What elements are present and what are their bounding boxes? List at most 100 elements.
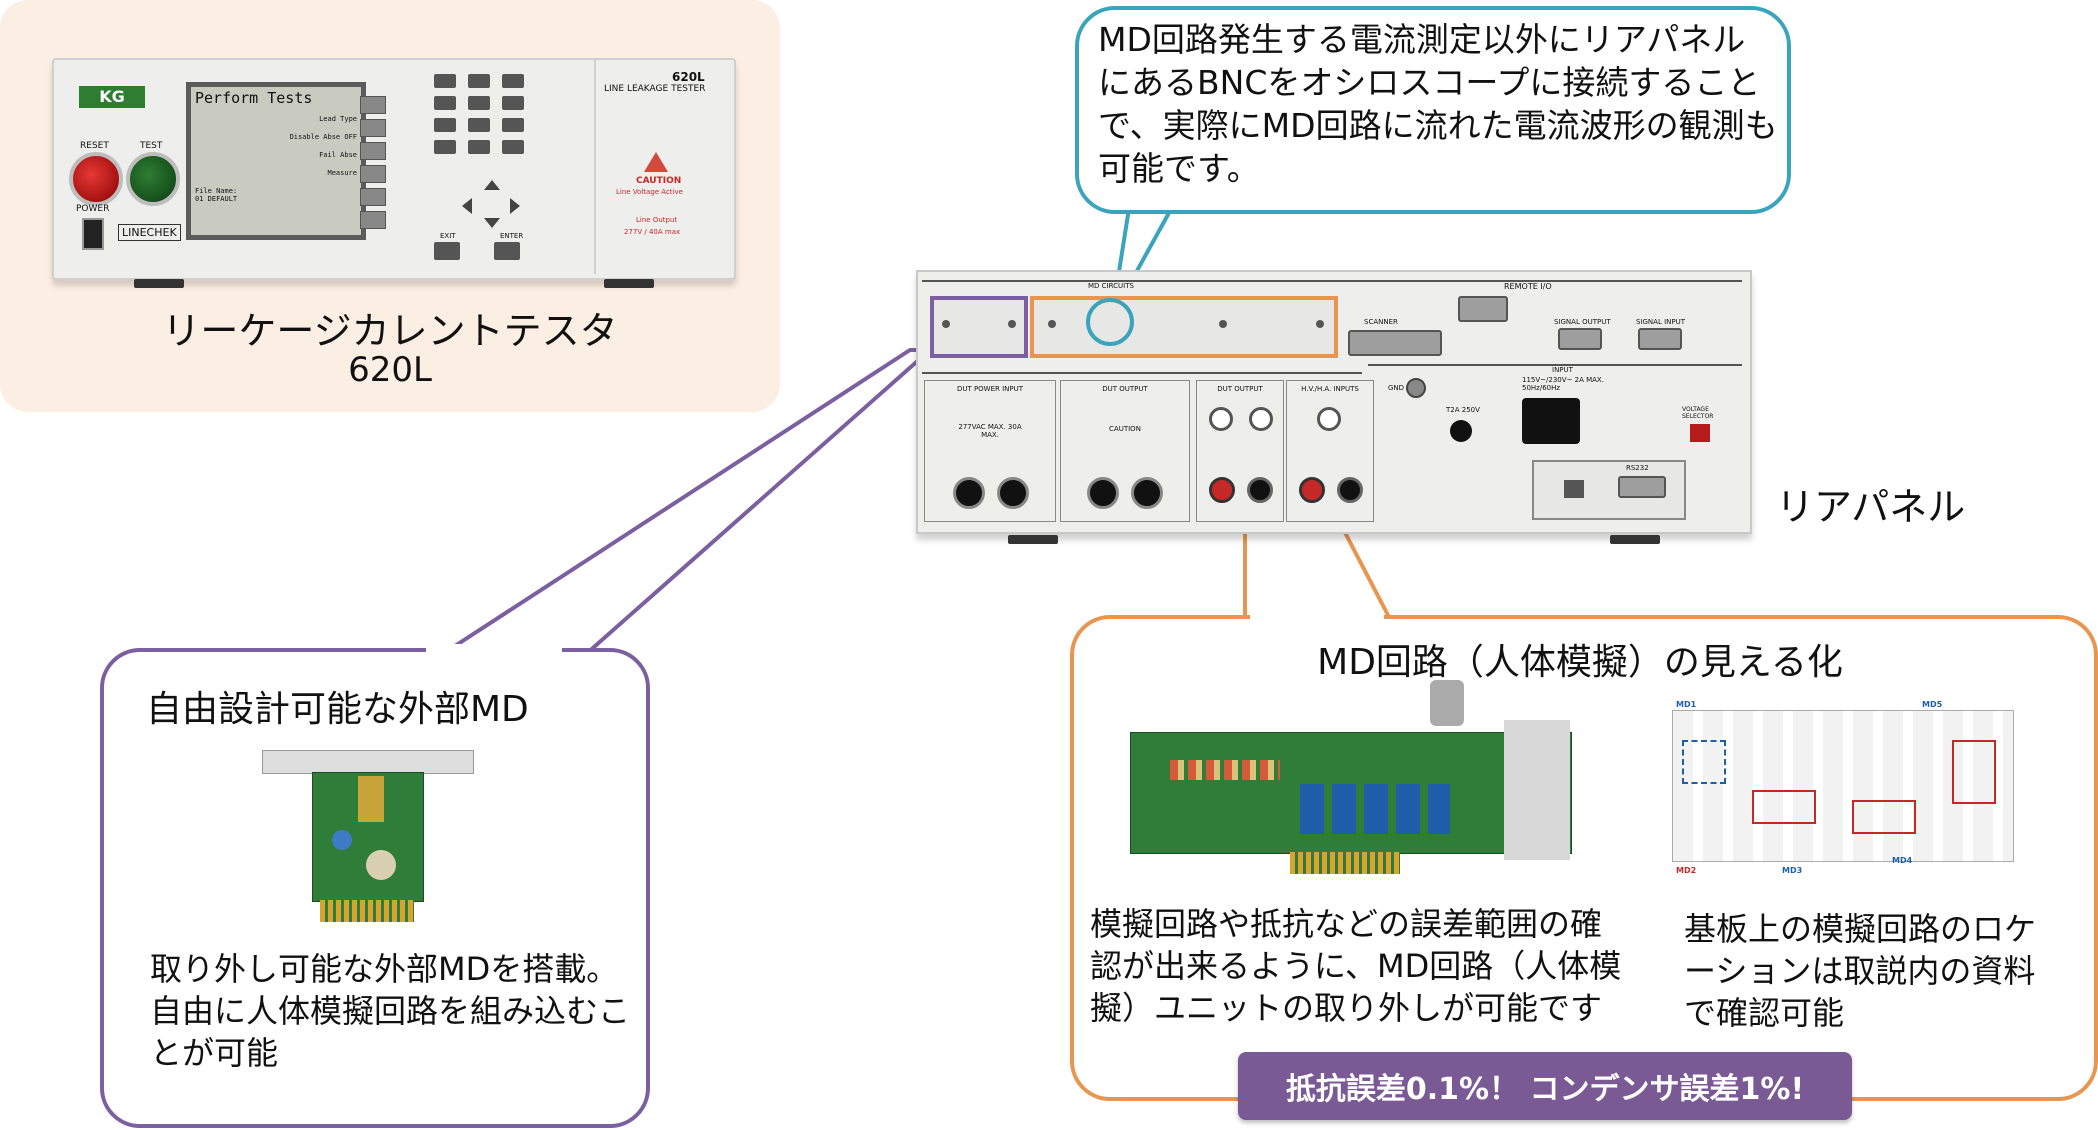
lcd-footer-1: File Name: <box>195 187 238 195</box>
input-rating: 115V~/230V~ 2A MAX. 50Hz/60Hz <box>1522 376 1604 392</box>
keypad-key[interactable] <box>468 140 490 154</box>
dut-output-label: DUT OUTPUT <box>1102 385 1148 393</box>
lcd-line-4: Measure <box>327 169 357 177</box>
dut-output-caution: CAUTION <box>1109 425 1141 433</box>
signal-input-connector <box>1638 328 1682 350</box>
arrow-keys <box>462 180 522 230</box>
arrow-left-key[interactable] <box>462 198 472 214</box>
kg-logo: KG <box>79 86 145 108</box>
keypad-key[interactable] <box>434 140 456 154</box>
rear-device-image: MD CIRCUITS REMOTE I/O SCANNER SIGNAL OU… <box>916 270 1752 544</box>
keypad-key[interactable] <box>434 74 456 88</box>
keypad-key[interactable] <box>434 118 456 132</box>
external-md-pointer <box>416 348 932 672</box>
rs232-panel: RS232 <box>1532 460 1686 520</box>
schematic-label-md5: MD5 <box>1922 700 1943 709</box>
bnc-callout <box>1075 6 1791 214</box>
keypad-key[interactable] <box>468 118 490 132</box>
power-switch[interactable] <box>82 218 104 250</box>
dut-output-2-label: DUT OUTPUT <box>1217 385 1263 393</box>
numeric-keypad <box>434 74 524 154</box>
external-md-plate <box>930 296 1028 358</box>
arrow-down-key[interactable] <box>484 218 500 228</box>
md-schematic-image: MD1 MD2 MD3 MD4 MD5 <box>1662 700 2022 880</box>
lcd-line-1: Lead Type <box>319 115 357 123</box>
line-output-label: Line Output <box>636 216 678 224</box>
reset-button[interactable] <box>69 152 123 206</box>
remote-io-label: REMOTE I/O <box>1504 282 1552 291</box>
keypad-key[interactable] <box>502 96 524 110</box>
lcd-screen: Perform Tests Lead Type Disable Abse OFF… <box>186 82 366 240</box>
md-circuit-board-image <box>1130 680 1572 880</box>
front-device-image: KG RESET TEST POWER LINECHEK Perform Tes… <box>52 58 736 288</box>
external-md-board-image <box>262 750 474 930</box>
lcd-line-2: Disable Abse OFF <box>289 133 357 141</box>
model-name: LINE LEAKAGE TESTER <box>604 84 706 94</box>
rear-panel-label: リアパネル <box>1776 485 1966 529</box>
remote-connector <box>1458 296 1508 322</box>
hv-inputs-section: H.V./H.A. INPUTS <box>1286 380 1374 522</box>
model-badge: 620L <box>672 70 705 84</box>
power-label: POWER <box>76 204 110 214</box>
soft-key[interactable] <box>360 119 386 137</box>
gnd-label: GND <box>1388 384 1405 392</box>
arrow-right-key[interactable] <box>510 198 520 214</box>
fuse-label: T2A 250V <box>1446 406 1480 414</box>
lcd-title: Perform Tests <box>195 89 313 107</box>
n-terminal <box>997 477 1029 509</box>
brand-label: LINECHEK <box>118 224 181 241</box>
line-output-value: 277V / 40A max <box>624 228 681 236</box>
l-terminal <box>953 477 985 509</box>
rs232-label: RS232 <box>1626 464 1649 472</box>
ac-inlet <box>1522 398 1580 444</box>
caution-triangle-icon <box>644 152 668 172</box>
signal-output-connector <box>1558 328 1602 350</box>
md-visualization-title: MD回路（人体模擬）の見える化 <box>1317 642 1843 683</box>
keypad-key[interactable] <box>468 96 490 110</box>
soft-key[interactable] <box>360 96 386 114</box>
keypad-key[interactable] <box>502 74 524 88</box>
scanner-connector <box>1348 330 1442 356</box>
keypad-key[interactable] <box>434 96 456 110</box>
keypad-key[interactable] <box>468 74 490 88</box>
schematic-label-md3: MD3 <box>1782 866 1803 875</box>
front-caption-title: リーケージカレントテスタ <box>162 309 618 353</box>
keypad-key[interactable] <box>502 140 524 154</box>
dut-power-rating: 277VAC MAX. 30A MAX. <box>958 423 1022 439</box>
bnc-highlight-circle <box>1086 298 1134 346</box>
l-terminal <box>1087 477 1119 509</box>
hv-inputs-label: H.V./H.A. INPUTS <box>1301 385 1359 393</box>
caution-label: CAUTION <box>636 176 682 186</box>
md-description-left: 模擬回路や抵抗などの誤差範囲の確認が出来るように、MD回路（人体模擬）ユニットの… <box>1090 905 1622 1027</box>
soft-key[interactable] <box>360 188 386 206</box>
dut-power-input-label: DUT POWER INPUT <box>956 385 1024 393</box>
soft-key[interactable] <box>360 165 386 183</box>
external-md-description: 取り外し可能な外部MDを搭載。自由に人体模擬回路を組み込むことが可能 <box>150 950 631 1072</box>
enter-label: ENTER <box>500 232 524 240</box>
soft-key[interactable] <box>360 211 386 229</box>
signal-output-label: SIGNAL OUTPUT <box>1554 318 1611 326</box>
front-caption-model: 620L <box>348 350 432 390</box>
test-label: TEST <box>140 141 163 151</box>
voltage-selector <box>1690 424 1710 442</box>
dut-output-section: DUT OUTPUT CAUTION <box>1060 380 1190 522</box>
soft-key[interactable] <box>360 142 386 160</box>
md-description-right: 基板上の模擬回路のロケーションは取説内の資料で確認可能 <box>1684 910 2037 1032</box>
enter-key[interactable] <box>494 242 520 260</box>
reset-label: RESET <box>80 141 109 151</box>
md-circuits-label: MD CIRCUITS <box>1088 282 1134 290</box>
schematic-label-md4: MD4 <box>1892 856 1913 865</box>
exit-key[interactable] <box>434 242 460 260</box>
test-button[interactable] <box>126 152 180 206</box>
schematic-label-md2: MD2 <box>1676 866 1697 875</box>
scanner-label: SCANNER <box>1364 318 1398 326</box>
tolerance-banner: 抵抗誤差0.1%！ コンデンサ誤差1%! <box>1238 1052 1852 1120</box>
external-md-title: 自由設計可能な外部MD <box>146 689 529 730</box>
gnd-terminal <box>1406 378 1426 398</box>
keypad-key[interactable] <box>502 118 524 132</box>
n-terminal <box>1131 477 1163 509</box>
signal-input-label: SIGNAL INPUT <box>1636 318 1686 326</box>
schematic-label-md1: MD1 <box>1676 700 1697 709</box>
exit-label: EXIT <box>440 232 456 240</box>
arrow-up-key[interactable] <box>484 180 500 190</box>
